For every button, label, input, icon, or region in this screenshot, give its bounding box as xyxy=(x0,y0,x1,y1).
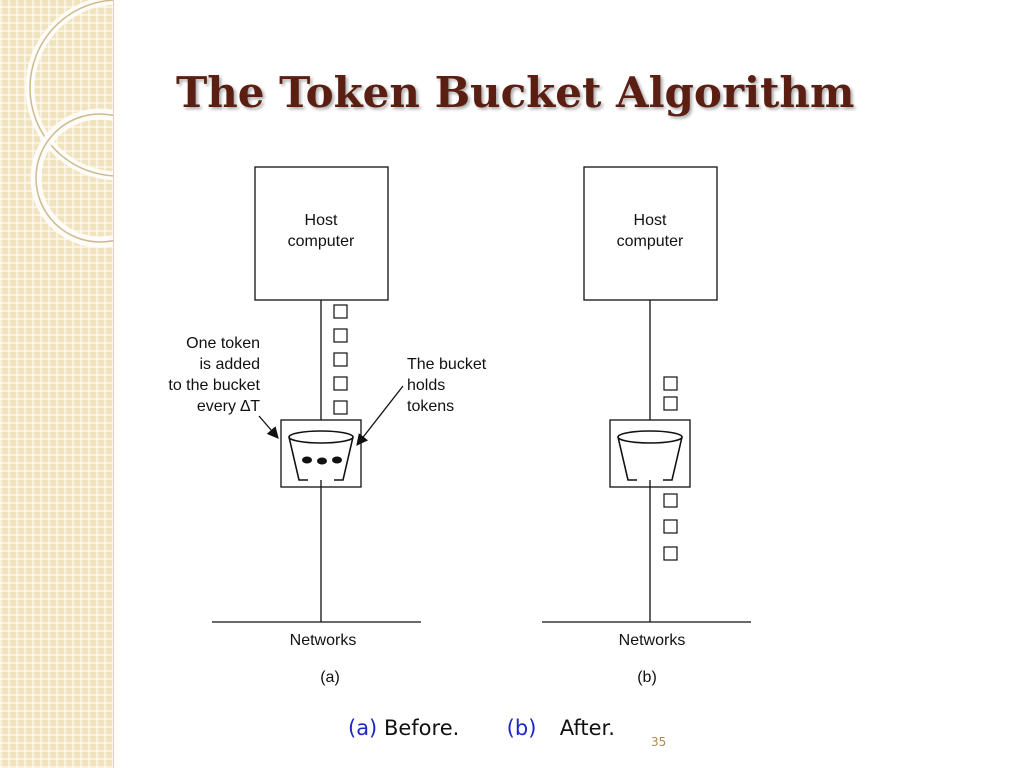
token-square xyxy=(333,304,348,319)
host-computer-box-a xyxy=(254,166,389,301)
arrow-left-annotation xyxy=(258,415,279,439)
panel-a: Host computer One token is added to the … xyxy=(168,166,487,686)
bucket-token xyxy=(302,456,312,464)
slide-title: The Token Bucket Algorithm xyxy=(176,68,855,117)
note-line: is added xyxy=(200,356,261,373)
note-line: every ∆T xyxy=(197,398,260,415)
host-label-a-line1: Host xyxy=(305,212,338,229)
network-label-b: Networks xyxy=(619,632,686,649)
incoming-tokens-a xyxy=(333,304,348,415)
arrow-right-annotation xyxy=(356,385,404,446)
token-square xyxy=(333,400,348,415)
bucket-token xyxy=(317,457,327,465)
waiting-packets-b xyxy=(663,376,678,411)
note-line: The bucket xyxy=(407,356,487,373)
packet-square xyxy=(663,376,678,391)
network-label-a: Networks xyxy=(290,632,357,649)
decorative-rings xyxy=(25,0,113,248)
host-label-b-line2: computer xyxy=(617,233,684,250)
note-line: holds xyxy=(407,377,445,394)
host-label-a-line2: computer xyxy=(288,233,355,250)
caption-text-b: After. xyxy=(559,716,615,740)
token-square xyxy=(333,352,348,367)
packet-square xyxy=(663,519,678,534)
caption-label-b: (b) xyxy=(506,716,537,740)
packet-square xyxy=(663,396,678,411)
right-annotation-a: The bucket holds tokens xyxy=(407,356,487,415)
bucket-token xyxy=(332,456,342,464)
caption-text-a: Before. xyxy=(383,716,460,740)
note-line: to the bucket xyxy=(168,377,260,394)
host-label-b-line1: Host xyxy=(634,212,667,229)
bucket-tokens-a xyxy=(302,456,342,465)
slide-number: 35 xyxy=(651,735,667,749)
left-annotation-a: One token is added to the bucket every ∆… xyxy=(168,335,260,415)
note-line: tokens xyxy=(407,398,454,415)
panel-b: Host computer Networks (b) xyxy=(542,166,751,686)
sent-packets-b xyxy=(663,493,678,561)
packet-square xyxy=(663,546,678,561)
note-line: One token xyxy=(186,335,260,352)
token-square xyxy=(333,376,348,391)
packet-square xyxy=(663,493,678,508)
figure-caption: (a) Before. (b) After. xyxy=(348,716,615,740)
token-square xyxy=(333,328,348,343)
caption-label-a: (a) xyxy=(348,716,378,740)
panel-label-b: (b) xyxy=(637,669,657,686)
decorative-sidebar xyxy=(0,0,114,768)
host-computer-box-b xyxy=(583,166,718,301)
panel-label-a: (a) xyxy=(320,669,340,686)
